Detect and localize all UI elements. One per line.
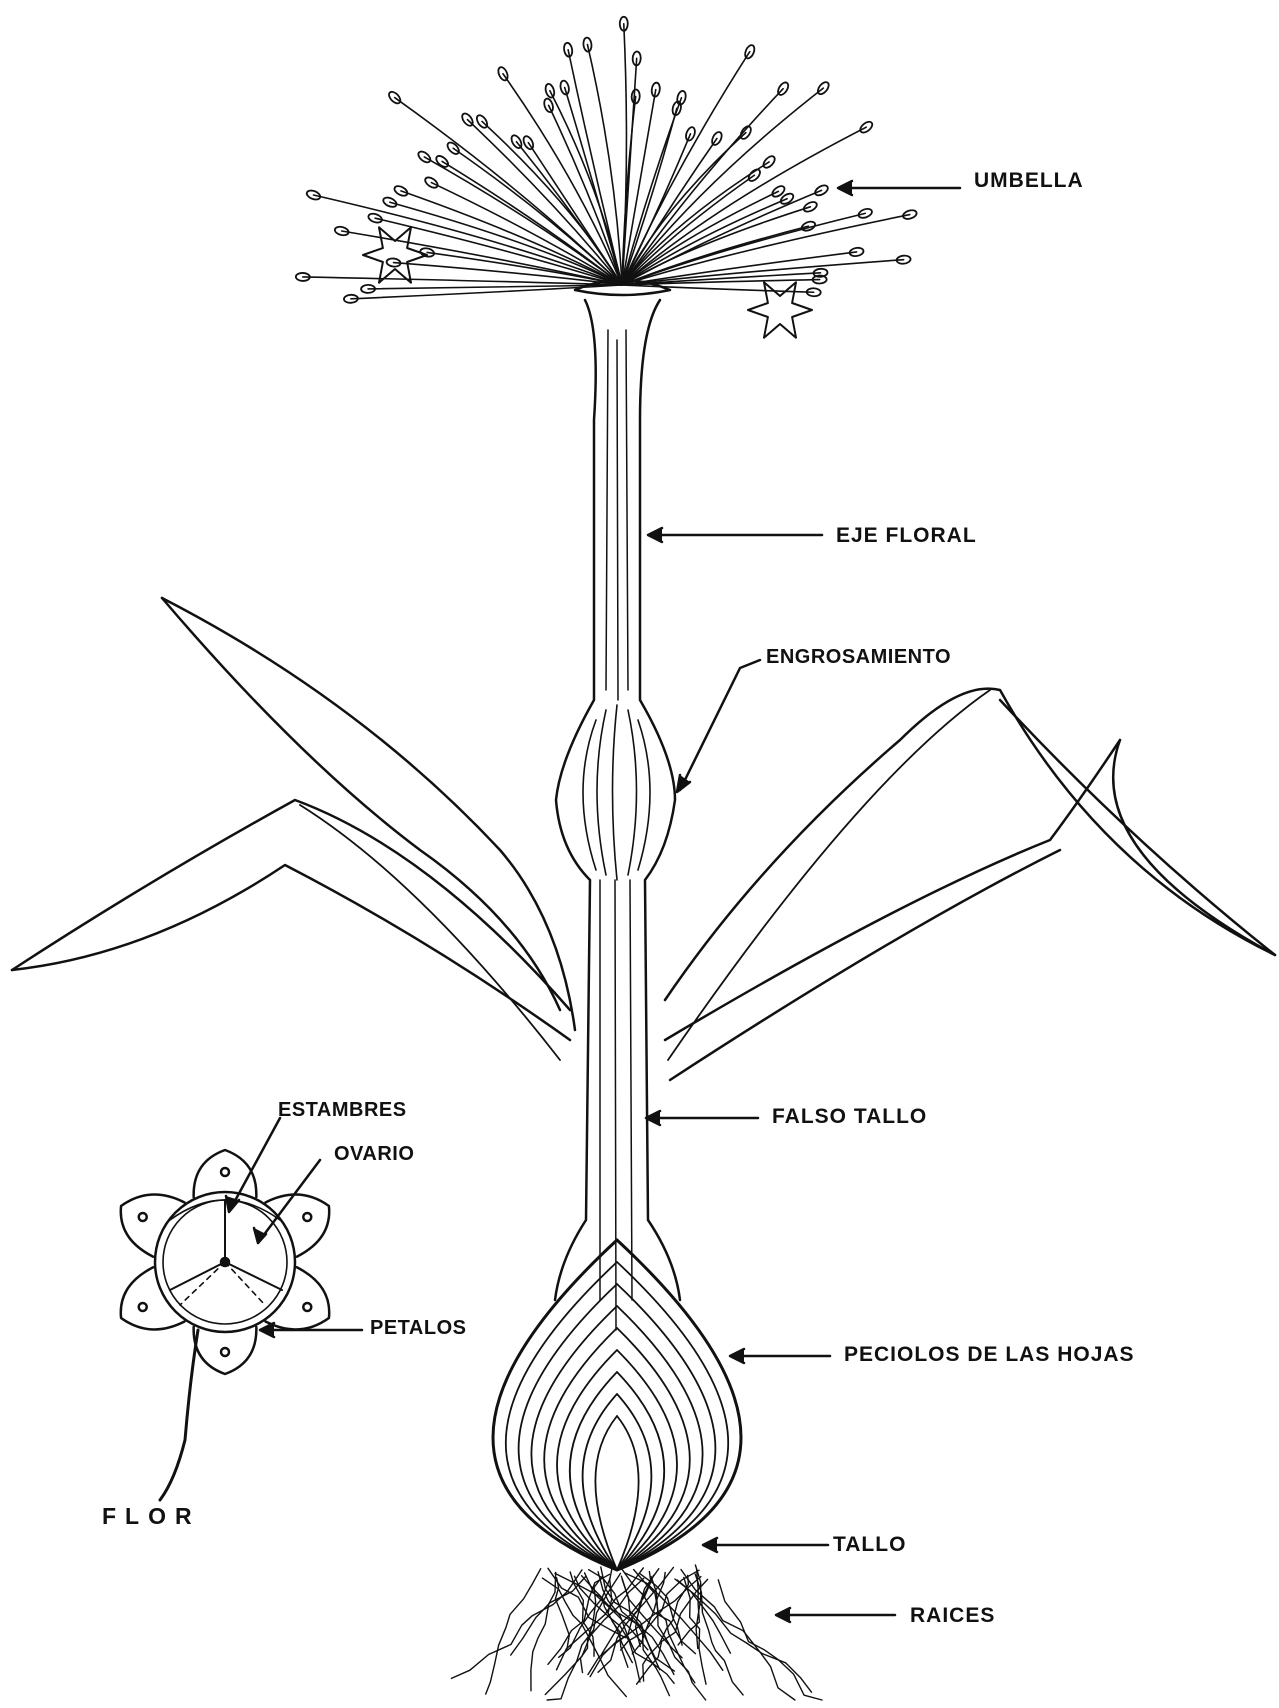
petal bbox=[194, 1327, 257, 1374]
root bbox=[451, 1570, 582, 1679]
root bbox=[531, 1572, 556, 1690]
anther bbox=[139, 1213, 147, 1221]
anther bbox=[303, 1303, 311, 1311]
pedicel bbox=[622, 138, 717, 285]
bulb-scale bbox=[493, 1240, 741, 1570]
anther bbox=[139, 1303, 147, 1311]
bulb bbox=[493, 1240, 741, 1570]
engrosamiento-swelling bbox=[583, 705, 650, 880]
label-umbella: UMBELLA bbox=[974, 170, 1084, 191]
label-estambres: ESTAMBRES bbox=[278, 1100, 407, 1120]
bulb-scale bbox=[583, 1394, 652, 1570]
label-engrosamiento: ENGROSAMIENTO bbox=[766, 647, 951, 667]
root bbox=[695, 1574, 743, 1695]
leaves bbox=[12, 598, 1275, 1080]
flower-detail bbox=[121, 1150, 329, 1500]
anther bbox=[221, 1168, 229, 1176]
label-raices: RAICES bbox=[910, 1605, 995, 1626]
petal bbox=[194, 1150, 257, 1197]
pedicel bbox=[503, 74, 622, 285]
umbel-flower-head bbox=[296, 17, 918, 338]
label-falso-tallo: FALSO TALLO bbox=[772, 1106, 927, 1127]
pointer-arrows bbox=[226, 181, 960, 1622]
label-peciolos: PECIOLOS DE LAS HOJAS bbox=[844, 1344, 1135, 1365]
anther bbox=[303, 1213, 311, 1221]
bulb-scale bbox=[570, 1372, 664, 1570]
roots bbox=[451, 1565, 822, 1700]
pedicel bbox=[303, 277, 622, 285]
label-ovario: OVARIO bbox=[334, 1144, 414, 1164]
bulb-scale bbox=[557, 1350, 677, 1570]
label-flor: FLOR bbox=[102, 1505, 201, 1528]
root bbox=[718, 1580, 822, 1700]
floral-axis bbox=[555, 300, 680, 1330]
root bbox=[486, 1569, 541, 1694]
anther bbox=[221, 1348, 229, 1356]
label-eje-floral: EJE FLORAL bbox=[836, 525, 977, 546]
label-petalos: PETALOS bbox=[370, 1318, 466, 1338]
label-tallo: TALLO bbox=[833, 1534, 906, 1555]
root bbox=[542, 1578, 626, 1697]
root bbox=[511, 1576, 586, 1655]
